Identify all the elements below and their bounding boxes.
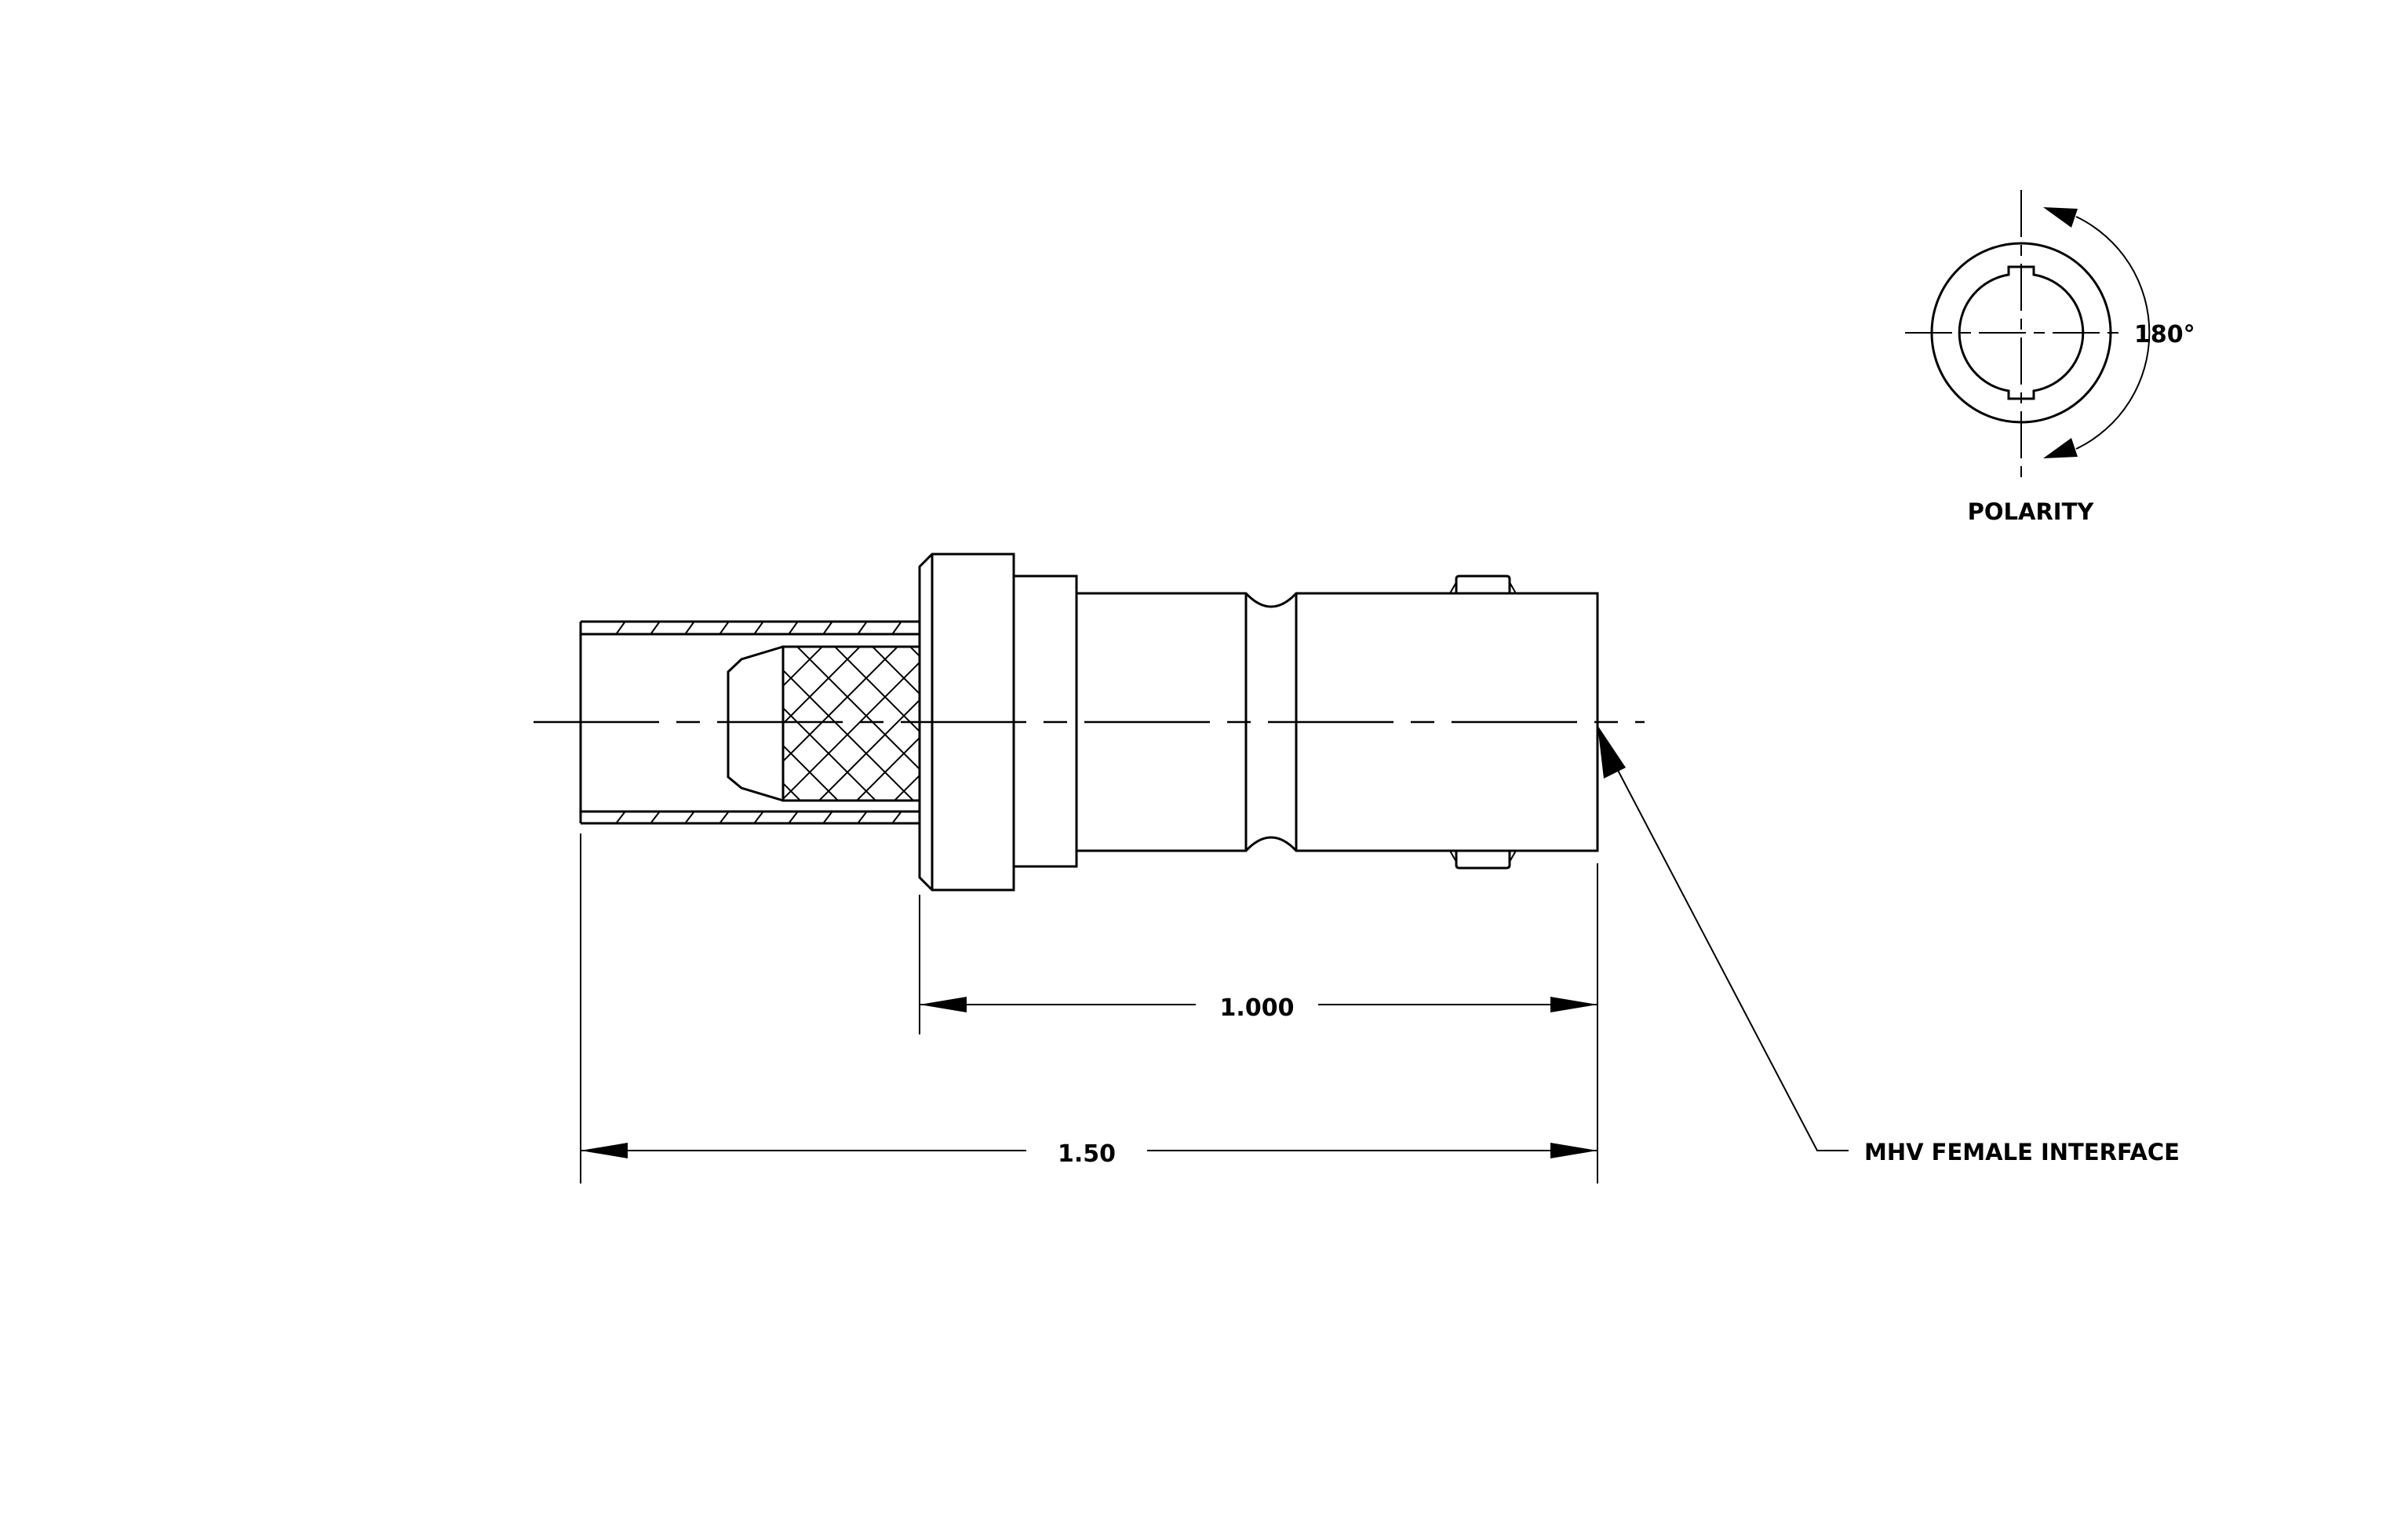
bayonet-lugs [1449,574,1517,870]
connector-side-view [534,553,1645,892]
polarity-angle-label: 180° [2134,321,2195,348]
polarity-view: 180° POLARITY [1905,190,2195,525]
interface-callout: MHV FEMALE INTERFACE [1597,725,2180,1165]
sleeve-wall-hatching [616,622,902,823]
dimension-overall-length: 1.50 [580,833,1597,1184]
dimension-label-150: 1.50 [1058,1140,1116,1168]
interface-callout-label: MHV FEMALE INTERFACE [1864,1139,2180,1165]
polarity-title: POLARITY [1968,498,2095,525]
dimension-label-1000: 1.000 [1220,994,1295,1022]
dimension-body-length: 1.000 [919,863,1598,1184]
knurled-ferrule [727,645,921,802]
